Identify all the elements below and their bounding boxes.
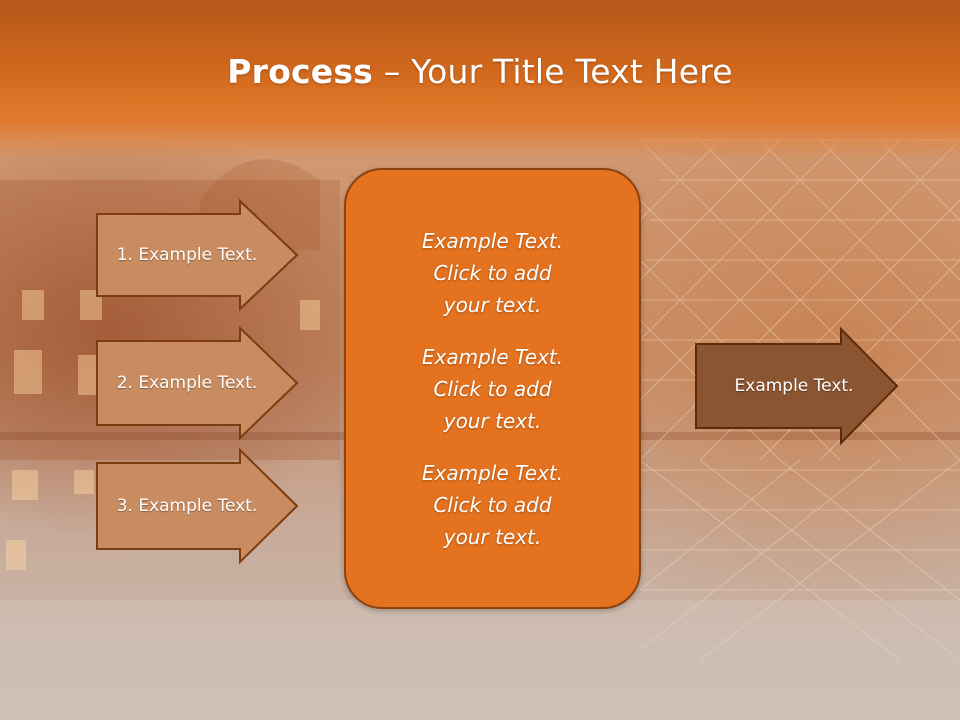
header-band <box>0 0 960 160</box>
step-arrow-1[interactable]: 1. Example Text. <box>96 198 299 312</box>
arrow-shape <box>96 325 299 441</box>
arrow-shape <box>96 447 299 565</box>
output-arrow[interactable]: Example Text. <box>695 326 899 446</box>
page-title[interactable]: Process – Your Title Text Here <box>0 52 960 91</box>
step-label: 1. Example Text. <box>116 245 258 265</box>
step-arrow-3[interactable]: 3. Example Text. <box>96 447 299 565</box>
title-bold: Process <box>227 52 374 91</box>
arrow-shape <box>695 326 899 446</box>
output-label: Example Text. <box>734 376 854 396</box>
arrow-shape <box>96 198 299 312</box>
center-text-block-3[interactable]: Example Text. Click to add your text. <box>421 460 564 549</box>
title-rest: – Your Title Text Here <box>373 52 733 91</box>
center-text-block-2[interactable]: Example Text. Click to add your text. <box>421 344 564 433</box>
step-arrow-2[interactable]: 2. Example Text. <box>96 325 299 441</box>
step-label: 2. Example Text. <box>116 373 258 393</box>
step-label: 3. Example Text. <box>116 496 258 516</box>
center-text-block-1[interactable]: Example Text. Click to add your text. <box>421 228 564 317</box>
center-content-box[interactable]: Example Text. Click to add your text. Ex… <box>344 168 641 609</box>
